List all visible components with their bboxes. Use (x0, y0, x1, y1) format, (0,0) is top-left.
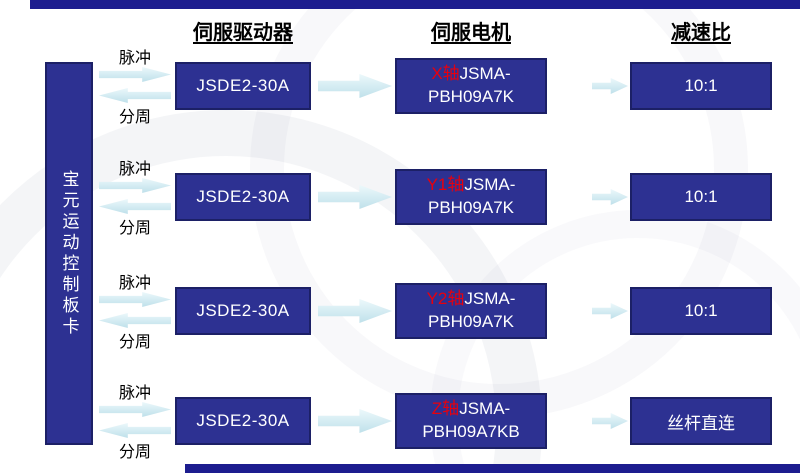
driver-to-motor-arrow-icon (318, 409, 392, 433)
motor-to-ratio-arrow-icon (592, 413, 628, 429)
driver-box: JSDE2-30A (175, 62, 311, 110)
diagram-row-y1-axis: 脉冲 分周 JSDE2-30A Y1轴JSMA- PBH09A7K 10:1 (0, 141, 800, 253)
motor-line2: PBH09A7KB (422, 422, 520, 441)
diagram-row-x-axis: 脉冲 分周 JSDE2-30A X轴JSMA- PBH09A7K 10:1 (0, 30, 800, 142)
motor-to-ratio-arrow-icon (592, 303, 628, 319)
motor-prefix: JSMA- (464, 175, 516, 195)
motor-box: Z轴JSMA- PBH09A7KB (395, 393, 547, 449)
motor-to-ratio-arrow-icon (592, 78, 628, 94)
driver-box: JSDE2-30A (175, 287, 311, 335)
axis-label: Z轴 (431, 399, 460, 419)
divide-arrow-icon (99, 199, 171, 214)
divide-arrow-icon (99, 313, 171, 328)
motor-line1: X轴JSMA- (431, 63, 510, 86)
motor-box: Y1轴JSMA- PBH09A7K (395, 169, 547, 225)
driver-to-motor-arrow-icon (318, 185, 392, 209)
diagram-row-z-axis: 脉冲 分周 JSDE2-30A Z轴JSMA- PBH09A7KB 丝杆直连 (0, 365, 800, 473)
column-header-servo-driver: 伺服驱动器 (193, 22, 293, 44)
column-header-reduction-ratio: 减速比 (671, 22, 731, 44)
pulse-arrow-icon (99, 292, 171, 307)
axis-label: Y1轴 (426, 175, 465, 195)
divide-label: 分周 (118, 444, 151, 461)
driver-model: JSDE2-30A (196, 301, 290, 320)
diagram-row-y2-axis: 脉冲 分周 JSDE2-30A Y2轴JSMA- PBH09A7K 10:1 (0, 255, 800, 367)
motor-prefix: JSMA- (464, 289, 516, 309)
motor-prefix: JSMA- (459, 64, 511, 84)
top-accent-bar (30, 0, 800, 9)
axis-label: Y2轴 (426, 289, 465, 309)
motor-line1: Y1轴JSMA- (427, 174, 516, 197)
divide-label: 分周 (118, 220, 151, 237)
driver-box: JSDE2-30A (175, 173, 311, 221)
pulse-arrow-icon (99, 402, 171, 417)
driver-model: JSDE2-30A (196, 76, 290, 95)
pulse-arrow-icon (99, 178, 171, 193)
pulse-label: 脉冲 (118, 385, 151, 402)
motor-line2: PBH09A7K (428, 198, 514, 217)
driver-model: JSDE2-30A (196, 411, 290, 430)
motor-line2: PBH09A7K (428, 312, 514, 331)
divide-arrow-icon (99, 88, 171, 103)
divide-label: 分周 (118, 109, 151, 126)
driver-box: JSDE2-30A (175, 397, 311, 445)
driver-model: JSDE2-30A (196, 187, 290, 206)
pulse-arrow-icon (99, 67, 171, 82)
ratio-value: 10:1 (684, 187, 718, 206)
ratio-value: 丝杆直连 (667, 413, 735, 433)
motor-box: Y2轴JSMA- PBH09A7K (395, 283, 547, 339)
motor-line2: PBH09A7K (428, 87, 514, 106)
ratio-value: 10:1 (684, 76, 718, 95)
driver-to-motor-arrow-icon (318, 299, 392, 323)
motor-line1: Y2轴JSMA- (427, 288, 516, 311)
pulse-label: 脉冲 (118, 275, 151, 292)
ratio-box: 10:1 (630, 173, 772, 221)
column-header-servo-motor: 伺服电机 (431, 22, 511, 44)
motor-line1: Z轴JSMA- (432, 398, 510, 421)
motion-controller-box: 宝元运动控制板卡 (45, 62, 93, 445)
pulse-label: 脉冲 (118, 50, 151, 67)
motor-box: X轴JSMA- PBH09A7K (395, 58, 547, 114)
driver-to-motor-arrow-icon (318, 74, 392, 98)
ratio-box: 10:1 (630, 62, 772, 110)
ratio-box: 10:1 (630, 287, 772, 335)
pulse-label: 脉冲 (118, 161, 151, 178)
divide-arrow-icon (99, 423, 171, 438)
motor-to-ratio-arrow-icon (592, 189, 628, 205)
divide-label: 分周 (118, 334, 151, 351)
motor-prefix: JSMA- (459, 399, 511, 419)
ratio-value: 10:1 (684, 301, 718, 320)
ratio-box: 丝杆直连 (630, 397, 772, 445)
bottom-accent-bar (185, 464, 800, 473)
axis-label: X轴 (431, 64, 460, 84)
